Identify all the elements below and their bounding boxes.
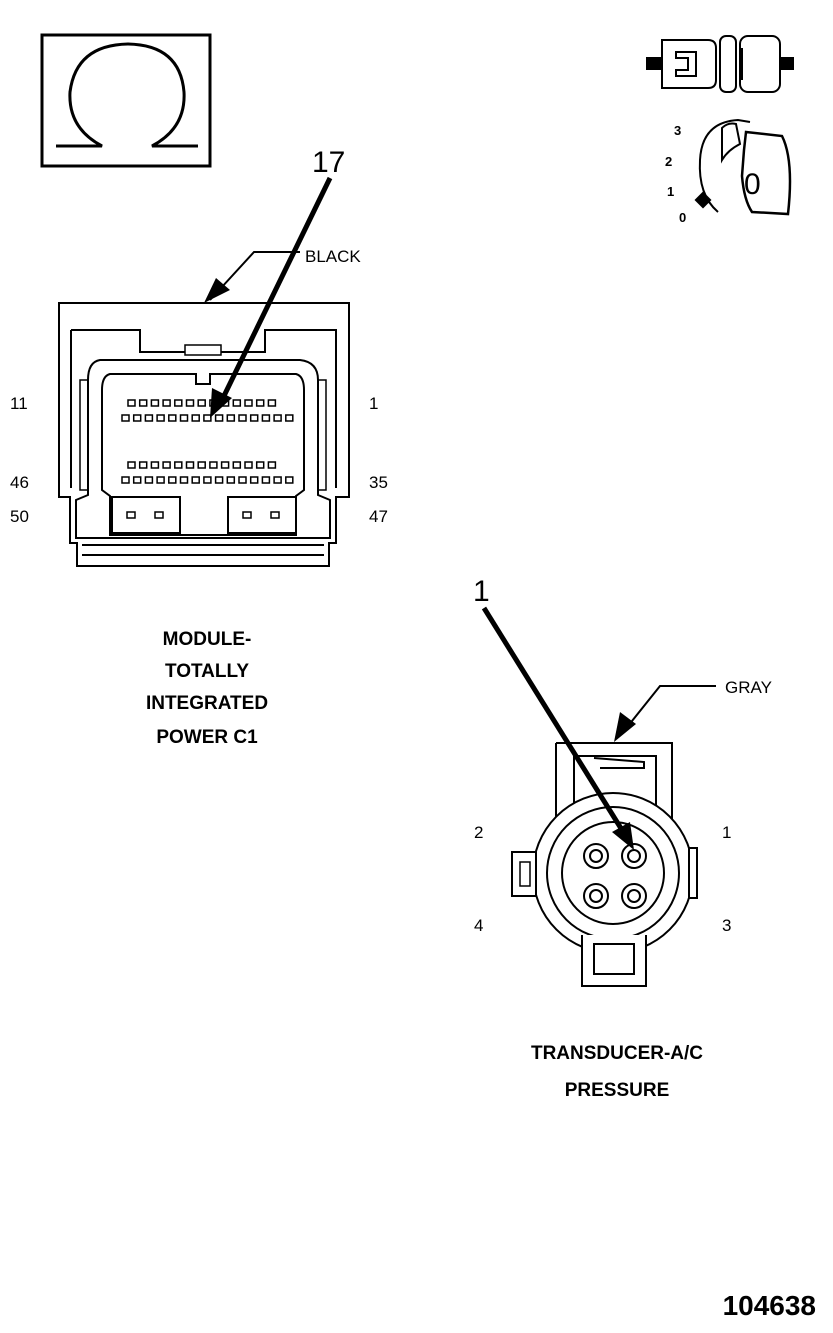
- ignition-position-3: 3: [674, 123, 681, 138]
- pin-cavity: [220, 461, 230, 469]
- pin-cavity: [249, 476, 259, 484]
- ignition-position-0: 0: [679, 210, 686, 225]
- pin-cavity: [249, 414, 259, 422]
- module-title-line-3: INTEGRATED: [146, 693, 268, 714]
- pin-cavity: [185, 461, 195, 469]
- pin-cavity: [156, 476, 165, 484]
- transducer-pin-3: [621, 883, 647, 909]
- pin-cavity: [121, 414, 130, 422]
- pin-cavity: [261, 476, 271, 484]
- module-callout-pin: 17: [312, 146, 345, 179]
- module-color-label: BLACK: [305, 247, 361, 266]
- transducer-color-label: GRAY: [725, 678, 772, 697]
- ignition-key-value: 0: [744, 168, 761, 201]
- pin-cavity: [174, 399, 183, 407]
- ignition-key-icon: 3 2 1 0 0: [665, 118, 792, 225]
- transducer-pin-label-3: 3: [722, 916, 731, 935]
- module-pin-cavities: [121, 399, 294, 484]
- pin-cavity: [261, 414, 271, 422]
- transducer-pin-2: [583, 843, 609, 869]
- transducer-title-line-2: PRESSURE: [565, 1080, 670, 1101]
- pin-cavity: [150, 461, 160, 469]
- pin-cavity: [244, 399, 253, 407]
- pin-cavity: [144, 414, 154, 422]
- pin-cavity: [255, 399, 265, 407]
- transducer-pin-label-2: 2: [474, 823, 483, 842]
- pin-cavity: [267, 399, 277, 407]
- pin-cavity: [238, 476, 247, 484]
- module-pin-label-46: 46: [10, 473, 29, 492]
- module-pin-label-1: 1: [369, 394, 378, 413]
- pin-cavity: [255, 461, 265, 469]
- ohm-icon: [40, 33, 212, 168]
- pin-cavity: [127, 461, 136, 469]
- pin-cavity: [121, 476, 130, 484]
- pin-cavity: [168, 414, 177, 422]
- module-title-line-1: MODULE-: [163, 629, 252, 650]
- transducer-connector: GRAY: [473, 575, 772, 1101]
- pin-cavity: [138, 461, 148, 469]
- transducer-pin-label-4: 4: [474, 916, 483, 935]
- transducer-pin-4: [583, 883, 609, 909]
- pin-cavity: [156, 414, 165, 422]
- pin-cavity: [232, 461, 242, 469]
- pin-cavity: [232, 399, 242, 407]
- pin-cavity: [179, 476, 189, 484]
- pin-cavity: [226, 476, 236, 484]
- module-title-line-2: TOTALLY: [165, 661, 249, 682]
- pin-cavity: [273, 414, 282, 422]
- pin-cavity: [285, 476, 294, 484]
- figure-number: 104638: [723, 1290, 816, 1321]
- pin-cavity: [168, 476, 177, 484]
- pin-cavity: [144, 476, 154, 484]
- pin-cavity: [209, 461, 218, 469]
- pin-cavity: [203, 414, 212, 422]
- pin-cavity: [185, 399, 195, 407]
- pin-cavity: [174, 461, 183, 469]
- pin-cavity: [267, 461, 277, 469]
- pin-cavity: [244, 461, 253, 469]
- transducer-pin-label-1: 1: [722, 823, 731, 842]
- ignition-position-2: 2: [665, 154, 672, 169]
- module-pin-label-47: 47: [369, 507, 388, 526]
- pin-cavity: [214, 414, 224, 422]
- pin-cavity: [132, 476, 142, 484]
- pin-cavity: [273, 476, 282, 484]
- pin-cavity: [162, 399, 171, 407]
- pin-cavity: [191, 476, 200, 484]
- pin-cavity: [238, 414, 247, 422]
- module-pin-label-11: 11: [10, 394, 28, 413]
- pin-cavity: [127, 399, 136, 407]
- pin-cavity: [138, 399, 148, 407]
- ignition-position-1: 1: [667, 184, 674, 199]
- pin-cavity: [197, 461, 206, 469]
- transducer-title-line-1: TRANSDUCER-A/C: [531, 1043, 703, 1064]
- unplugged-connector-icon: [646, 35, 794, 93]
- pin-cavity: [203, 476, 212, 484]
- pin-cavity: [191, 414, 200, 422]
- pin-cavity: [285, 414, 294, 422]
- pin-cavity: [214, 476, 224, 484]
- pin-cavity: [179, 414, 189, 422]
- pin-cavity: [150, 399, 160, 407]
- module-title-line-4: POWER C1: [156, 727, 258, 748]
- pin-cavity: [162, 461, 171, 469]
- pin-cavity: [197, 399, 206, 407]
- module-pin-label-50: 50: [10, 507, 29, 526]
- transducer-pin-1: [621, 843, 647, 869]
- module-pin-label-35: 35: [369, 473, 388, 492]
- pin-cavity: [226, 414, 236, 422]
- pin-cavity: [132, 414, 142, 422]
- transducer-callout-pin: 1: [473, 575, 490, 608]
- module-connector: BLACK 17 11 1 46 35 50 47 MO: [10, 146, 388, 748]
